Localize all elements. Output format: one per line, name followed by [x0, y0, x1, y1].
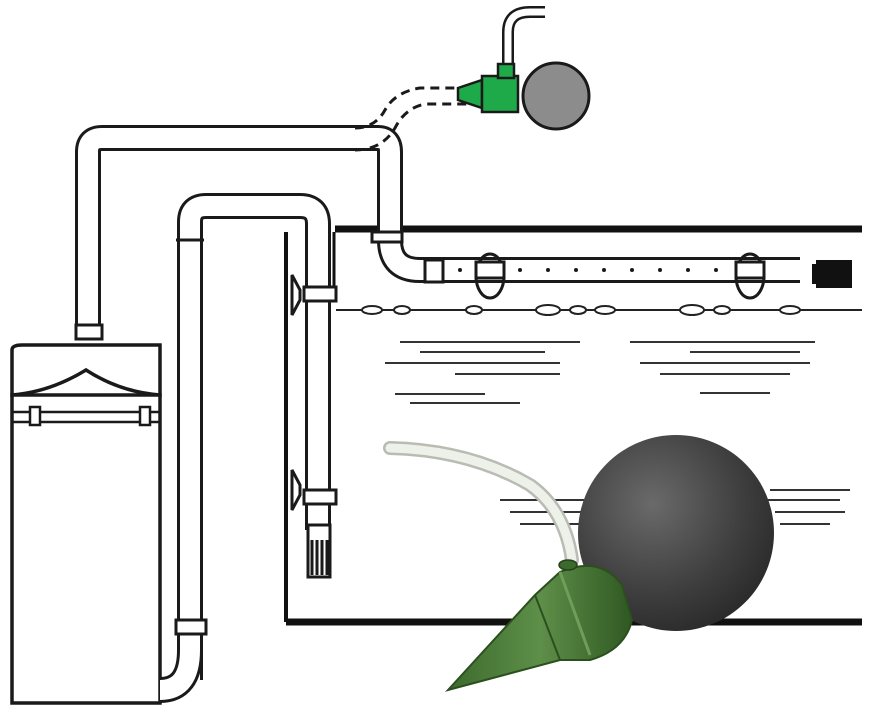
spray-bar [370, 230, 852, 300]
primer-bulb-photo [383, 435, 774, 692]
primer-bulb-inset [456, 5, 591, 131]
primer-connection-dashed [354, 86, 470, 152]
spray-bar-end-cap [816, 260, 852, 288]
canister-body [10, 393, 162, 705]
primer-bulb-photo-ball [578, 435, 774, 631]
canister-lid [10, 343, 162, 397]
canister-filter [10, 343, 162, 705]
primer-nozzle [444, 564, 634, 692]
outflow-pipe [158, 193, 331, 703]
intake-pipe [75, 125, 800, 330]
primer-bulb-inset-ball [521, 61, 591, 131]
water-surface [336, 304, 862, 316]
